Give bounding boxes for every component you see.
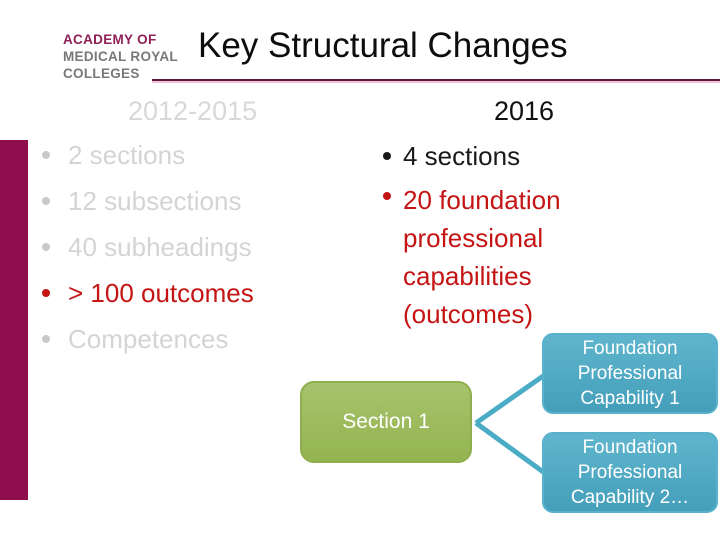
- bullet-dot-icon: [42, 335, 50, 343]
- list-item-label: > 100 outcomes: [68, 278, 254, 308]
- list-item: > 100 outcomes: [42, 278, 254, 308]
- list-item: 2 sections: [42, 140, 254, 170]
- right-bullet-list: 4 sections 20 foundation professional ca…: [383, 141, 603, 343]
- logo-line-2: MEDICAL ROYAL: [63, 49, 178, 64]
- list-item: 40 subheadings: [42, 232, 254, 262]
- left-bullet-list: 2 sections 12 subsections 40 subheadings…: [42, 140, 254, 370]
- list-item-label: 20 foundation professional capabilities …: [403, 185, 561, 329]
- list-item: 4 sections: [383, 141, 603, 171]
- list-item-label: 2 sections: [68, 140, 186, 170]
- capability-1-box: Foundation Professional Capability 1: [542, 333, 718, 414]
- bullet-dot-icon: [42, 197, 50, 205]
- left-accent-bar: [0, 140, 28, 500]
- list-item: 12 subsections: [42, 186, 254, 216]
- bullet-dot-icon: [42, 243, 50, 251]
- connector-line-top: [474, 371, 548, 426]
- bullet-dot-icon: [383, 192, 391, 200]
- connector-line-bottom: [474, 420, 548, 477]
- academy-logo: ACADEMY OF MEDICAL ROYAL COLLEGES: [63, 31, 178, 82]
- list-item-label: 12 subsections: [68, 186, 242, 216]
- list-item-label: 40 subheadings: [68, 232, 252, 262]
- capability-2-box: Foundation Professional Capability 2…: [542, 432, 718, 513]
- slide-title: Key Structural Changes: [198, 26, 568, 65]
- right-column-header: 2016: [494, 96, 555, 126]
- list-item-label: 4 sections: [403, 141, 521, 171]
- bullet-dot-icon: [383, 152, 391, 160]
- bullet-dot-icon: [42, 289, 50, 297]
- bullet-dot-icon: [42, 151, 50, 159]
- logo-line-1: ACADEMY OF: [63, 32, 157, 47]
- logo-line-3: COLLEGES: [63, 66, 140, 81]
- title-underline: [152, 79, 720, 81]
- list-item: Competences: [42, 324, 254, 354]
- section-1-box: Section 1: [300, 381, 472, 463]
- left-column-header: 2012-2015: [128, 96, 258, 126]
- list-item-label: Competences: [68, 324, 229, 354]
- list-item: 20 foundation professional capabilities …: [383, 181, 603, 333]
